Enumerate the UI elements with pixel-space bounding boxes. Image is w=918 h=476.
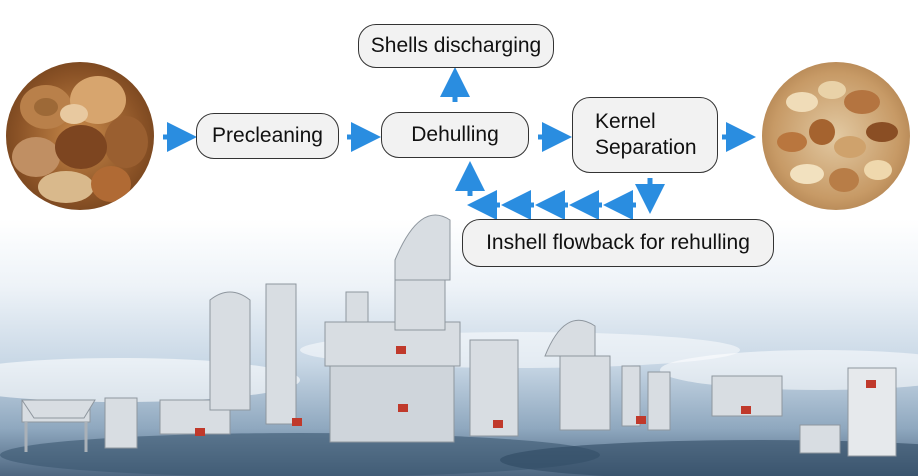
inshell-nuts-image (6, 62, 154, 210)
precleaning-label: Precleaning (212, 123, 323, 147)
inshell-flowback-label: Inshell flowback for rehulling (486, 230, 750, 254)
kernel-separation-step: Kernel Separation (572, 97, 718, 173)
separation-label: Separation (595, 136, 697, 159)
shells-discharging-step: Shells discharging (358, 24, 554, 68)
kernel-label: Kernel (595, 109, 656, 133)
shells-discharging-label: Shells discharging (370, 33, 542, 57)
inshell-flowback-step: Inshell flowback for rehulling (462, 219, 774, 267)
dehulling-step: Dehulling (381, 112, 529, 158)
precleaning-step: Precleaning (196, 113, 339, 159)
dehulling-label: Dehulling (411, 122, 499, 146)
mixed-kernels-image (762, 62, 910, 210)
